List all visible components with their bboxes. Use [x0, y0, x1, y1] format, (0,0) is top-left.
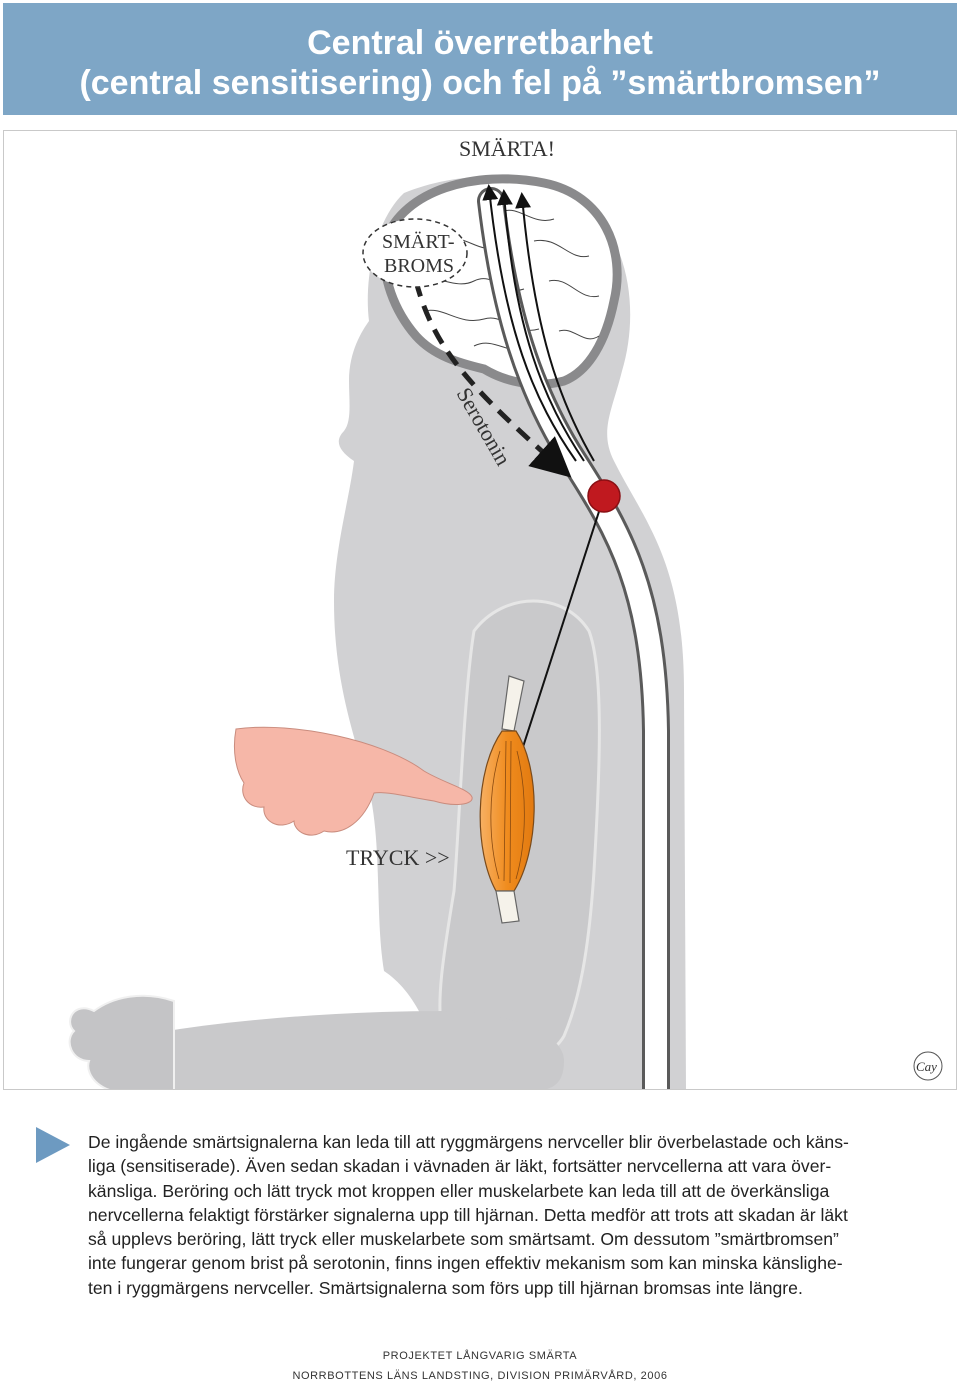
title-line-2: (central sensitisering) och fel på ”smär… [79, 64, 881, 102]
illustration-panel: SMÄRTA! SMÄRT- BROMS Serotonin TRYCK >> … [3, 130, 957, 1090]
pain-label: SMÄRTA! [459, 136, 555, 161]
pressure-label: TRYCK >> [346, 845, 450, 870]
fist [68, 994, 175, 1089]
pressing-hand [233, 726, 473, 836]
pain-brake-circle [362, 218, 468, 288]
description-line: De ingående smärtsignalerna kan leda til… [88, 1132, 849, 1152]
sensory-nerve [511, 492, 608, 782]
description-line: känsliga. Beröring och lätt tryck mot kr… [88, 1180, 830, 1201]
description-line: liga (sensitiserade). Även sedan skadan … [88, 1156, 832, 1177]
description-paragraph: De ingående smärtsignalerna kan leda til… [88, 1130, 950, 1300]
artist-signature: Cay [916, 1059, 937, 1074]
description-line: inte fungerar genom brist på serotonin, … [88, 1253, 843, 1274]
page-title: Central överretbarhet (central sensitise… [3, 3, 957, 103]
pain-brake-label-2: BROMS [384, 255, 454, 277]
serotonin-path [413, 280, 572, 478]
description-line: nervcellerna felaktigt förstärker signal… [88, 1204, 848, 1225]
description-line: ten i ryggmärgens nervceller. Smärtsigna… [88, 1277, 803, 1298]
bullet-arrow-icon [36, 1127, 70, 1163]
forearm [105, 1011, 564, 1089]
biceps-muscle [479, 675, 535, 924]
artist-signature-circle [913, 1051, 943, 1081]
title-line-1: Central överretbarhet [307, 24, 653, 62]
footer-organization: NORRBOTTENS LÄNS LANDSTING, DIVISION PRI… [292, 1370, 668, 1382]
footer-project: PROJEKTET LÅNGVARIG SMÄRTA [382, 1350, 578, 1362]
pain-brake-label-1: SMÄRT- [382, 230, 455, 253]
title-banner: Central överretbarhet (central sensitise… [3, 3, 957, 115]
spinal-node [587, 479, 621, 513]
description-line: så upplevs beröring, lätt tryck eller mu… [88, 1229, 839, 1250]
illustration: SMÄRTA! SMÄRT- BROMS Serotonin TRYCK >> … [68, 136, 943, 1089]
